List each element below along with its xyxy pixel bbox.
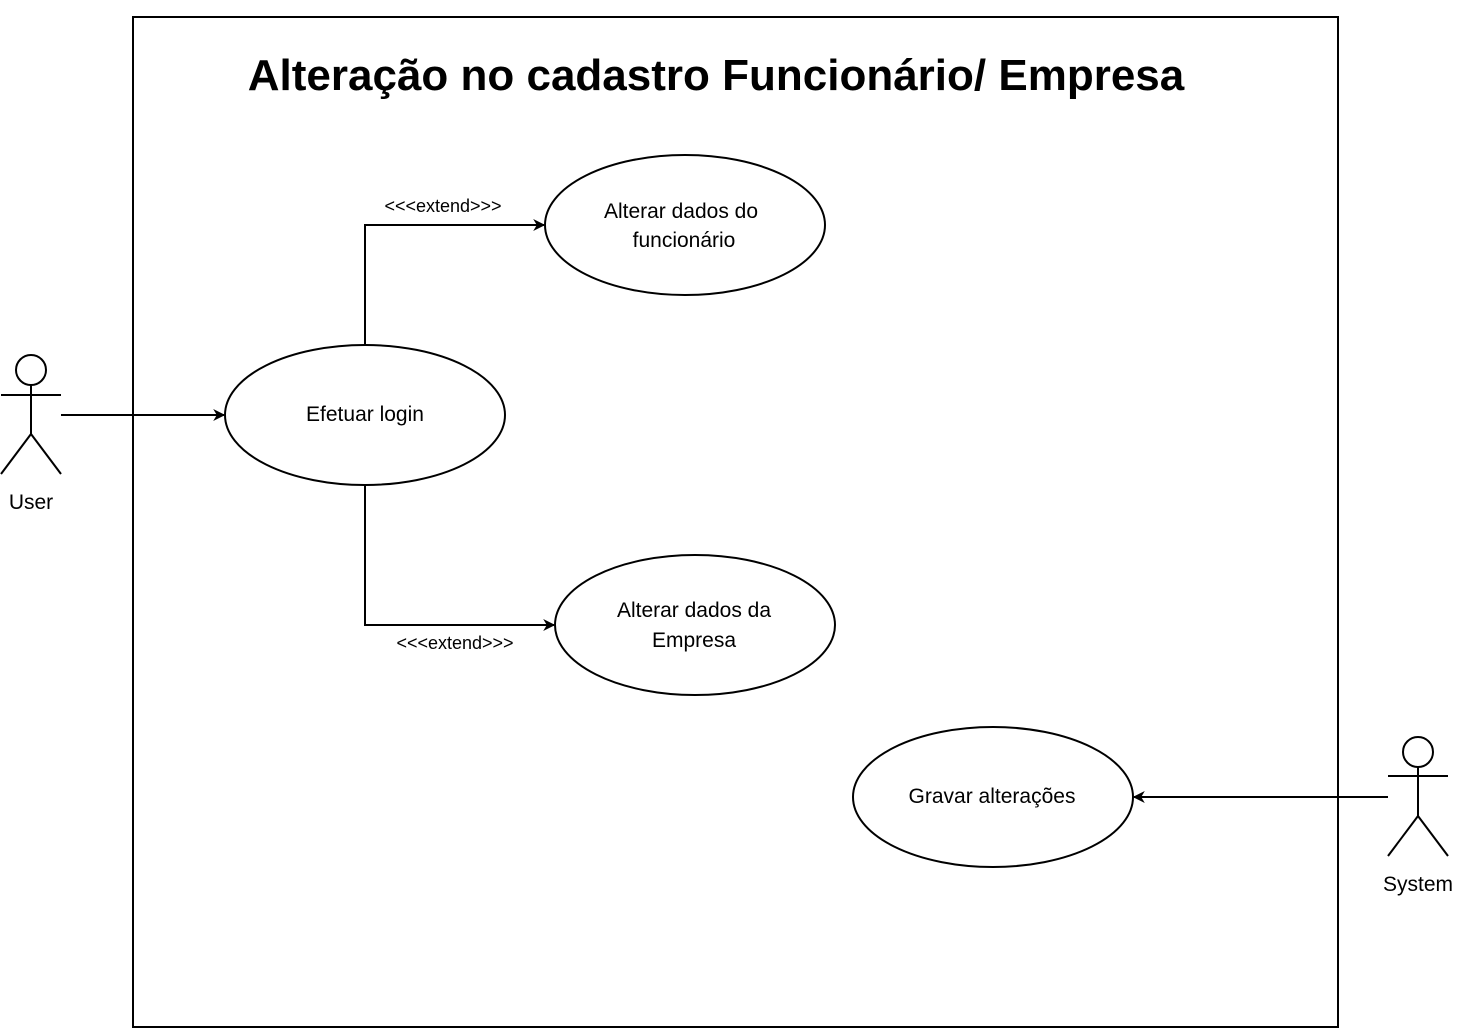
use-case-alterar-funcionario-shape [544,154,826,296]
system-actor-left-leg [1387,815,1419,857]
use-case-alterar-funcionario-label-line2: funcionário [633,229,736,252]
system-actor[interactable]: System [1383,736,1453,896]
use-case-efetuar-login-label: Efetuar login [306,403,424,426]
use-case-gravar-alteracoes-label: Gravar alterações [909,785,1076,808]
edge-label-extend-top: <<<extend>>> [384,196,501,216]
system-actor-head [1402,736,1434,768]
system-actor-label: System [1383,873,1453,896]
user-actor-head [15,354,47,386]
use-case-alterar-empresa[interactable]: Alterar dados da Empresa [554,554,836,696]
system-boundary [132,16,1339,1028]
edge-login-to-empresa [364,485,556,631]
use-case-alterar-empresa-label-line1: Alterar dados da [617,599,771,622]
use-case-alterar-empresa-shape [554,554,836,696]
edge-login-to-funcionario [364,219,546,345]
user-actor-left-leg [0,433,32,475]
user-actor-right-leg [30,433,62,475]
use-case-alterar-funcionario-label-line1: Alterar dados do [604,200,758,223]
user-actor-label: User [9,491,53,514]
edge-label-extend-bottom: <<<extend>>> [396,633,513,653]
use-case-alterar-empresa-label-line2: Empresa [652,629,736,652]
use-case-efetuar-login[interactable]: Efetuar login [224,344,506,486]
user-actor[interactable]: User [0,354,62,514]
diagram-title: Alteração no cadastro Funcionário/ Empre… [248,51,1185,100]
use-case-alterar-funcionario[interactable]: Alterar dados do funcionário [544,154,826,296]
system-actor-right-leg [1417,815,1449,857]
use-case-gravar-alteracoes[interactable]: Gravar alterações [852,726,1134,868]
